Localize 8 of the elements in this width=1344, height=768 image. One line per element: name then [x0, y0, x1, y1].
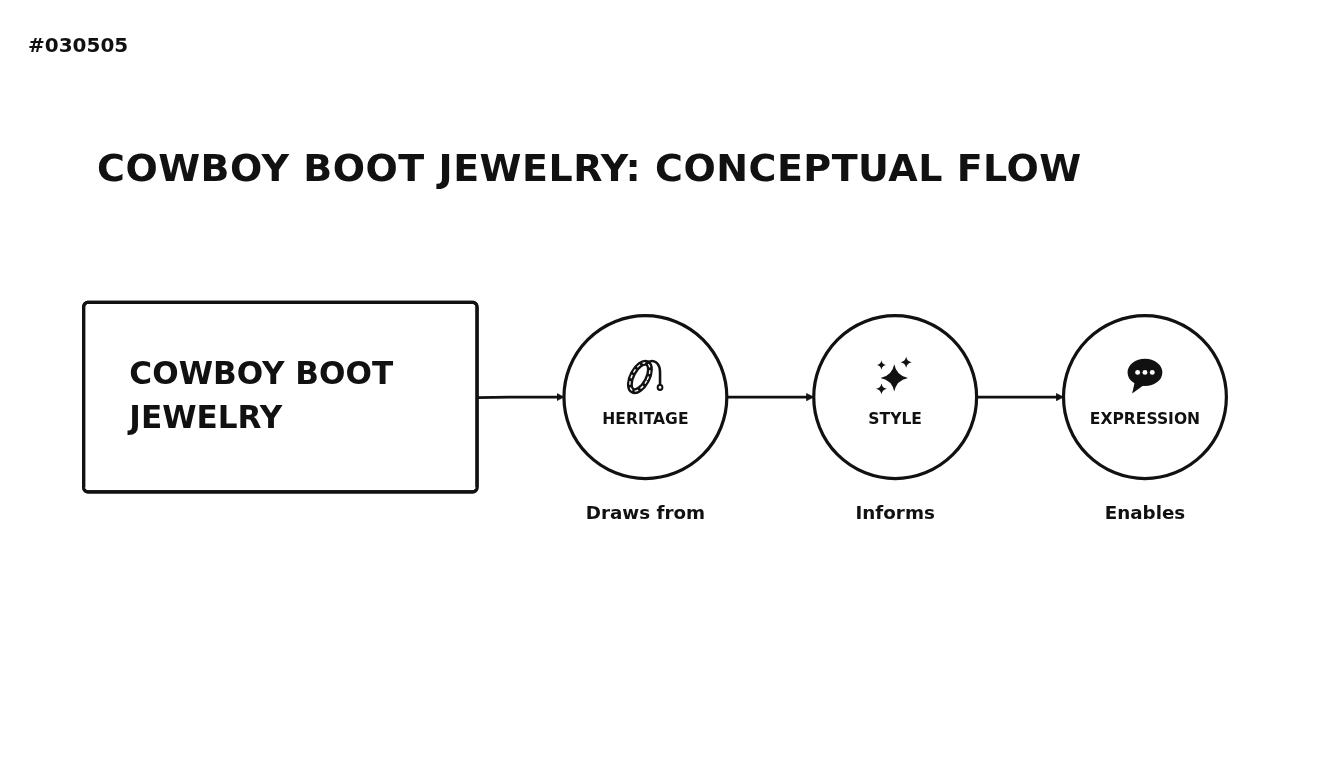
node-circle: HERITAGE [562, 314, 729, 481]
node-circle: STYLE [812, 314, 979, 481]
node-caption: Enables [1104, 501, 1186, 523]
node-caption: Draws from [585, 501, 705, 523]
node-circle: EXPRESSION [1061, 314, 1228, 481]
code-label: #030505 [28, 32, 129, 58]
diagram-title: COWBOY BOOT JEWELRY: CONCEPTUAL FLOW [97, 146, 1082, 190]
node-caption: Informs [855, 501, 935, 523]
